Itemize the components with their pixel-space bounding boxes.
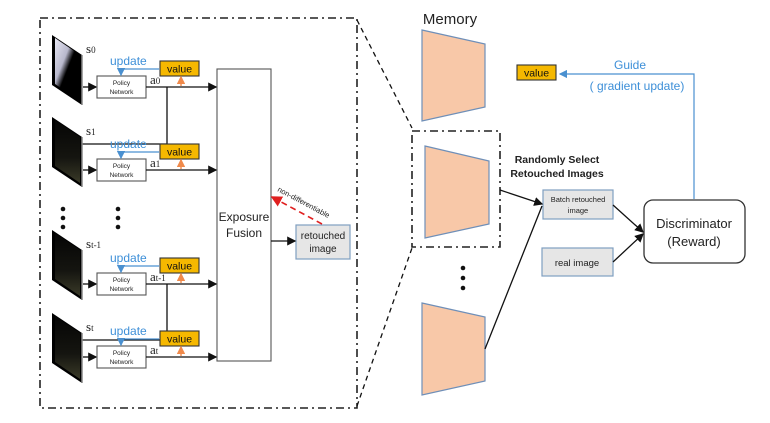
memory-title: Memory xyxy=(423,11,478,28)
discriminator-block: Discriminator (Reward) xyxy=(643,199,746,264)
random-select-label-line1: Randomly Select xyxy=(515,154,600,166)
ellipsis-dots-images xyxy=(60,206,66,230)
state-label: st-1 xyxy=(86,236,101,251)
discriminator-label-line1: Discriminator xyxy=(656,216,733,231)
state-label: s1 xyxy=(86,123,96,138)
update-label: update xyxy=(110,324,147,338)
action-label: a1 xyxy=(150,155,160,170)
value-label: value xyxy=(167,147,192,159)
fusion-label-line2: Fusion xyxy=(226,226,262,240)
update-feedback-arrow xyxy=(116,337,159,347)
value-label: value xyxy=(167,334,192,346)
batch-label-line1: Batch retouched xyxy=(551,195,606,204)
ellipsis-dots-policy xyxy=(115,206,121,230)
state-label: s0 xyxy=(86,41,96,56)
action-label: at xyxy=(150,342,159,357)
memory-to-batch-arrow xyxy=(499,189,544,206)
random-select-label-line2: Retouched Images xyxy=(510,168,604,180)
state-image-content xyxy=(55,38,80,101)
real-image-block: real image xyxy=(541,247,614,277)
policy-network-label-line1: Policy xyxy=(113,350,131,357)
policy-network-label-line2: Network xyxy=(110,286,135,293)
state-image-content xyxy=(55,316,80,379)
retouched-label-line1: retouched xyxy=(301,231,345,242)
update-label: update xyxy=(110,54,147,68)
selected-memory-frame xyxy=(411,130,501,248)
update-label: update xyxy=(110,251,147,265)
guide-label-line1: Guide xyxy=(614,58,646,72)
update-feedback-arrow xyxy=(116,150,159,160)
real-image-label: real image xyxy=(555,258,599,269)
update-feedback-arrow xyxy=(116,264,159,274)
policy-network-label-line1: Policy xyxy=(113,163,131,170)
value-label: value xyxy=(167,261,192,273)
retouched-label-line2: image xyxy=(309,244,337,255)
value-label: value xyxy=(167,64,192,76)
policy-network-label-line2: Network xyxy=(110,359,135,366)
discriminator-value-box: value xyxy=(516,64,557,81)
policy-network-label-line2: Network xyxy=(110,89,135,96)
update-label: update xyxy=(110,137,147,151)
batch-label-line2: image xyxy=(568,206,588,215)
policy-network-label-line2: Network xyxy=(110,172,135,179)
guide-feedback-arrow xyxy=(558,69,695,199)
memory-slot-1 xyxy=(421,29,486,122)
policy-network-label-line1: Policy xyxy=(113,277,131,284)
zoom-connector-bottom xyxy=(356,247,413,407)
state-label: st xyxy=(86,319,94,334)
discriminator-label-line2: (Reward) xyxy=(667,234,720,249)
memory-slot-2 xyxy=(424,145,490,239)
real-to-discriminator-arrow xyxy=(612,233,644,263)
state-image-content xyxy=(55,233,80,296)
guide-label-line2: ( gradient update) xyxy=(590,79,685,93)
memory-bottom-to-batch-line xyxy=(484,205,543,350)
action-label: a0 xyxy=(150,72,161,87)
ellipsis-dots-memory xyxy=(460,265,466,291)
state-image-content xyxy=(55,120,80,183)
zoom-connector-top xyxy=(356,19,413,129)
fusion-label-line1: Exposure xyxy=(219,210,270,224)
batch-to-discriminator-arrow xyxy=(612,204,644,233)
exposure-fusion-block: Exposure Fusion xyxy=(216,68,272,362)
batch-retouched-block: Batch retouched image xyxy=(542,189,614,220)
policy-network-label-line1: Policy xyxy=(113,80,131,87)
discriminator-value-label: value xyxy=(524,68,549,80)
retouched-image-block: retouched image xyxy=(295,224,351,260)
update-feedback-arrow xyxy=(116,67,159,77)
memory-slot-n xyxy=(421,302,486,396)
agent-panel-frame xyxy=(39,17,358,409)
